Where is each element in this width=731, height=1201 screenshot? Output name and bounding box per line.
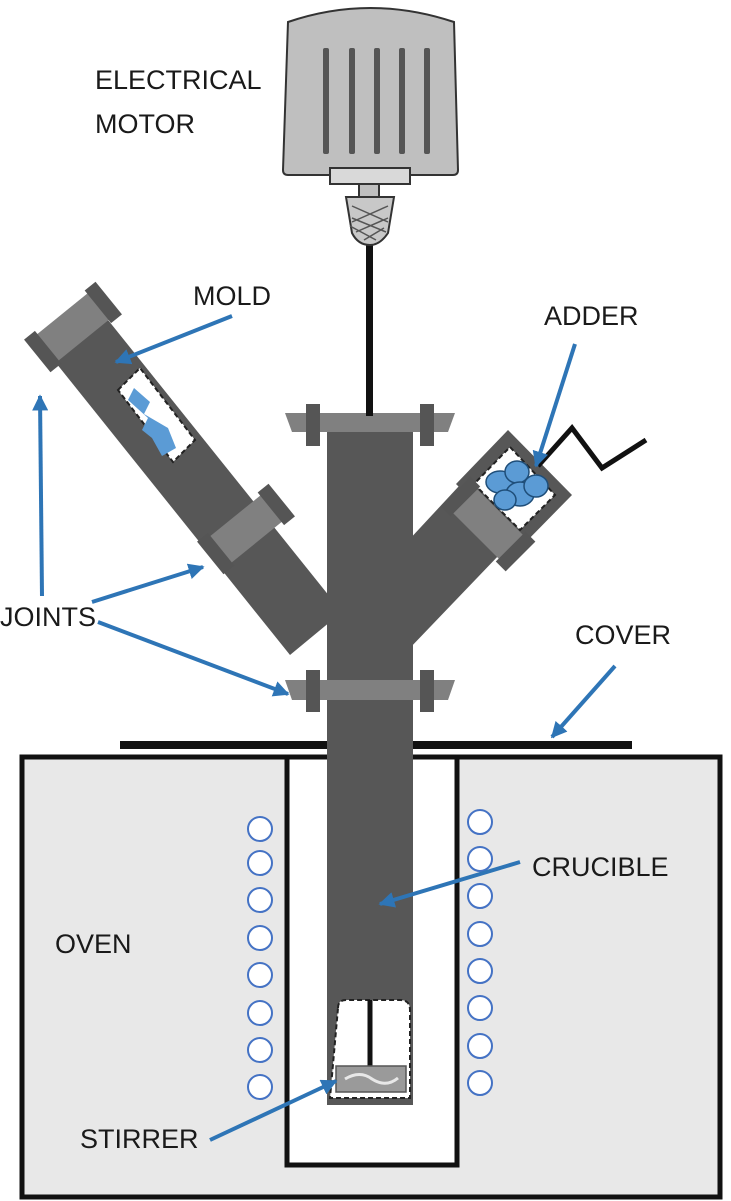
motor-icon (281, 7, 460, 185)
coupling-icon (344, 182, 396, 247)
cover-arrow (550, 664, 617, 739)
crucible-tube (327, 420, 413, 1105)
label-crucible: CRUCIBLE (532, 852, 669, 882)
coil-ring-icon (467, 883, 493, 909)
coil-ring-icon (247, 925, 273, 951)
coil-ring-icon (467, 958, 493, 984)
mold-tube (44, 305, 342, 655)
mold-top-joint (24, 281, 122, 373)
coil-ring-icon (247, 816, 273, 842)
crucible-arrow (378, 860, 521, 908)
mold-casting (128, 388, 176, 456)
stirrer-chamber (328, 999, 411, 1099)
coil-ring-icon (247, 850, 273, 876)
coil-ring-icon (467, 809, 493, 835)
adder-pellets (485, 460, 549, 511)
crucible-top-joint (285, 404, 455, 446)
coil-ring-icon (247, 1074, 273, 1100)
mold-bottom-joint (197, 483, 295, 575)
label-motor-line1: ELECTRICAL (95, 65, 262, 95)
label-motor-line2: MOTOR (95, 109, 195, 139)
stirrer-arrow (209, 1079, 338, 1142)
motor-shaft (366, 244, 373, 416)
coil-ring-icon (247, 1037, 273, 1063)
coil-ring-icon (467, 846, 493, 872)
crucible-bottom-joint (285, 670, 455, 712)
label-joints: JOINTS (0, 602, 96, 632)
label-stirrer: STIRRER (80, 1124, 199, 1154)
joints-arrow-up (32, 394, 49, 597)
heating-coil-right (467, 809, 493, 1096)
coil-ring-icon (467, 921, 493, 947)
coil-ring-icon (247, 887, 273, 913)
coil-ring-icon (247, 1000, 273, 1026)
coil-ring-icon (467, 1033, 493, 1059)
coil-ring-icon (467, 995, 493, 1021)
coil-ring-icon (467, 1070, 493, 1096)
callout-arrows (32, 314, 617, 1142)
label-cover: COVER (575, 620, 671, 650)
coil-ring-icon (247, 962, 273, 988)
adder-wire (536, 424, 648, 472)
joints-arrow-mid (91, 563, 205, 604)
heating-coil-left (247, 816, 273, 1100)
mold-arrow (114, 314, 233, 365)
label-oven: OVEN (55, 929, 132, 959)
joints-arrow-low (97, 620, 290, 697)
label-adder: ADDER (544, 301, 639, 331)
mold-cavity (116, 366, 197, 464)
adder-arrow (532, 343, 577, 468)
adder-cage (456, 424, 648, 548)
label-mold: MOLD (193, 281, 271, 311)
adder-joint (440, 476, 536, 572)
